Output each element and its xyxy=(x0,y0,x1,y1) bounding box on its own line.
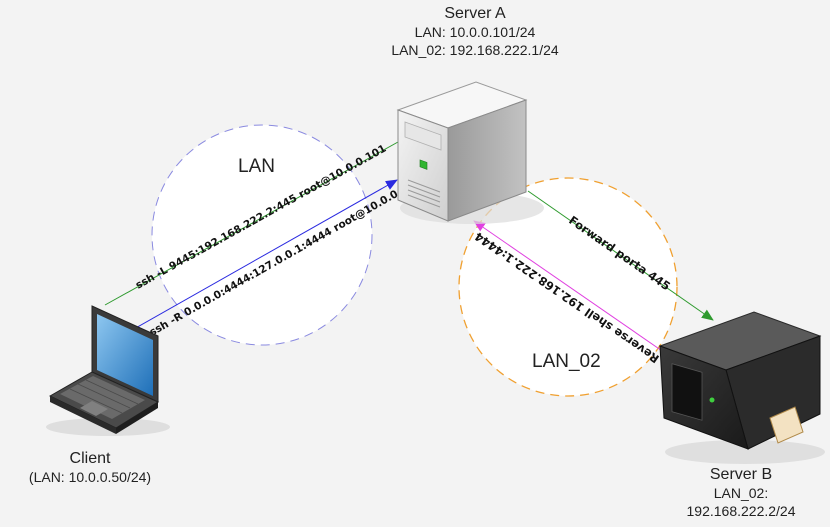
server-a-lan02-address: LAN_02: 192.168.222.1/24 xyxy=(391,42,559,58)
server-b-name: Server B xyxy=(710,466,772,483)
local-forward-line xyxy=(104,141,399,306)
forward-port-arrow xyxy=(527,190,714,321)
remote-forward-arrow xyxy=(117,179,398,339)
lan-network-label: LAN xyxy=(238,156,275,177)
server-b-lan02-address: 192.168.222.2/24 xyxy=(687,503,796,519)
client-lan-address: (LAN: 10.0.0.50/24) xyxy=(29,469,151,485)
server-b-lan02-label: LAN_02: xyxy=(714,485,768,501)
client-name: Client xyxy=(70,450,111,467)
server-a-icon xyxy=(396,81,544,224)
server-b-icon xyxy=(658,311,825,464)
server-a-lan-address: LAN: 10.0.0.101/24 xyxy=(415,24,536,40)
lan-network-circle xyxy=(151,124,373,346)
server-a-name: Server A xyxy=(444,5,506,22)
client-laptop-icon xyxy=(46,305,170,436)
lan02-network-circle xyxy=(458,177,678,397)
lan02-network-label: LAN_02 xyxy=(532,351,601,372)
reverse-shell-arrow xyxy=(473,220,669,356)
